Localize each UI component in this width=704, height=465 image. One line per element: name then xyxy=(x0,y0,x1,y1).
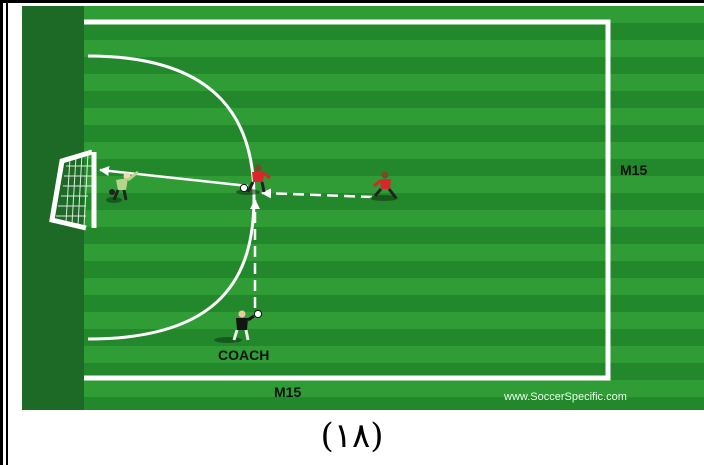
frame-left-border-inner xyxy=(6,0,8,465)
grass-stripe xyxy=(22,91,704,108)
field-boundary xyxy=(84,19,611,381)
field-diagram xyxy=(22,6,704,410)
grass-stripe xyxy=(22,380,704,397)
coach-label: COACH xyxy=(218,347,270,363)
grass-stripe xyxy=(22,346,704,363)
grass-stripe xyxy=(22,312,704,329)
player-red-icon xyxy=(370,171,398,201)
grass-stripe xyxy=(22,261,704,278)
pass-arrow-from-player xyxy=(261,188,373,199)
grass-stripe xyxy=(22,278,704,295)
bottom-team-label: M15 xyxy=(274,384,302,400)
grass-stripe xyxy=(22,159,704,176)
grass-stripe xyxy=(22,193,704,210)
frame-left-border xyxy=(0,0,3,465)
grass-stripe xyxy=(22,227,704,244)
grass-stripes xyxy=(22,6,704,410)
coach-icon xyxy=(214,309,263,343)
grass-stripe xyxy=(22,329,704,346)
goal-net-icon xyxy=(49,149,97,231)
right-team-label: M15 xyxy=(620,162,648,178)
grass-stripe xyxy=(22,6,704,23)
grass-stripe xyxy=(22,74,704,91)
goalkeeper-icon xyxy=(106,170,139,203)
penalty-arc xyxy=(87,54,256,341)
shot-arrow xyxy=(99,165,249,188)
player-red-icon xyxy=(236,164,271,195)
grass-stripe xyxy=(22,244,704,261)
credit-text: www.SoccerSpecific.com xyxy=(504,391,627,403)
grass-stripe xyxy=(22,210,704,227)
grass-stripe xyxy=(22,23,704,40)
grass-stripe xyxy=(22,397,704,410)
grass-stripe xyxy=(22,295,704,312)
soccer-field: M15 M15 COACH www.SoccerSpecific.com xyxy=(22,6,704,410)
grass-stripe xyxy=(22,108,704,125)
grass-stripe xyxy=(22,57,704,74)
frame-top-border xyxy=(0,0,704,3)
figure-caption: (١٨) xyxy=(320,416,384,456)
grass-stripe xyxy=(22,125,704,142)
grass-stripe xyxy=(22,40,704,57)
grass-stripe xyxy=(22,142,704,159)
